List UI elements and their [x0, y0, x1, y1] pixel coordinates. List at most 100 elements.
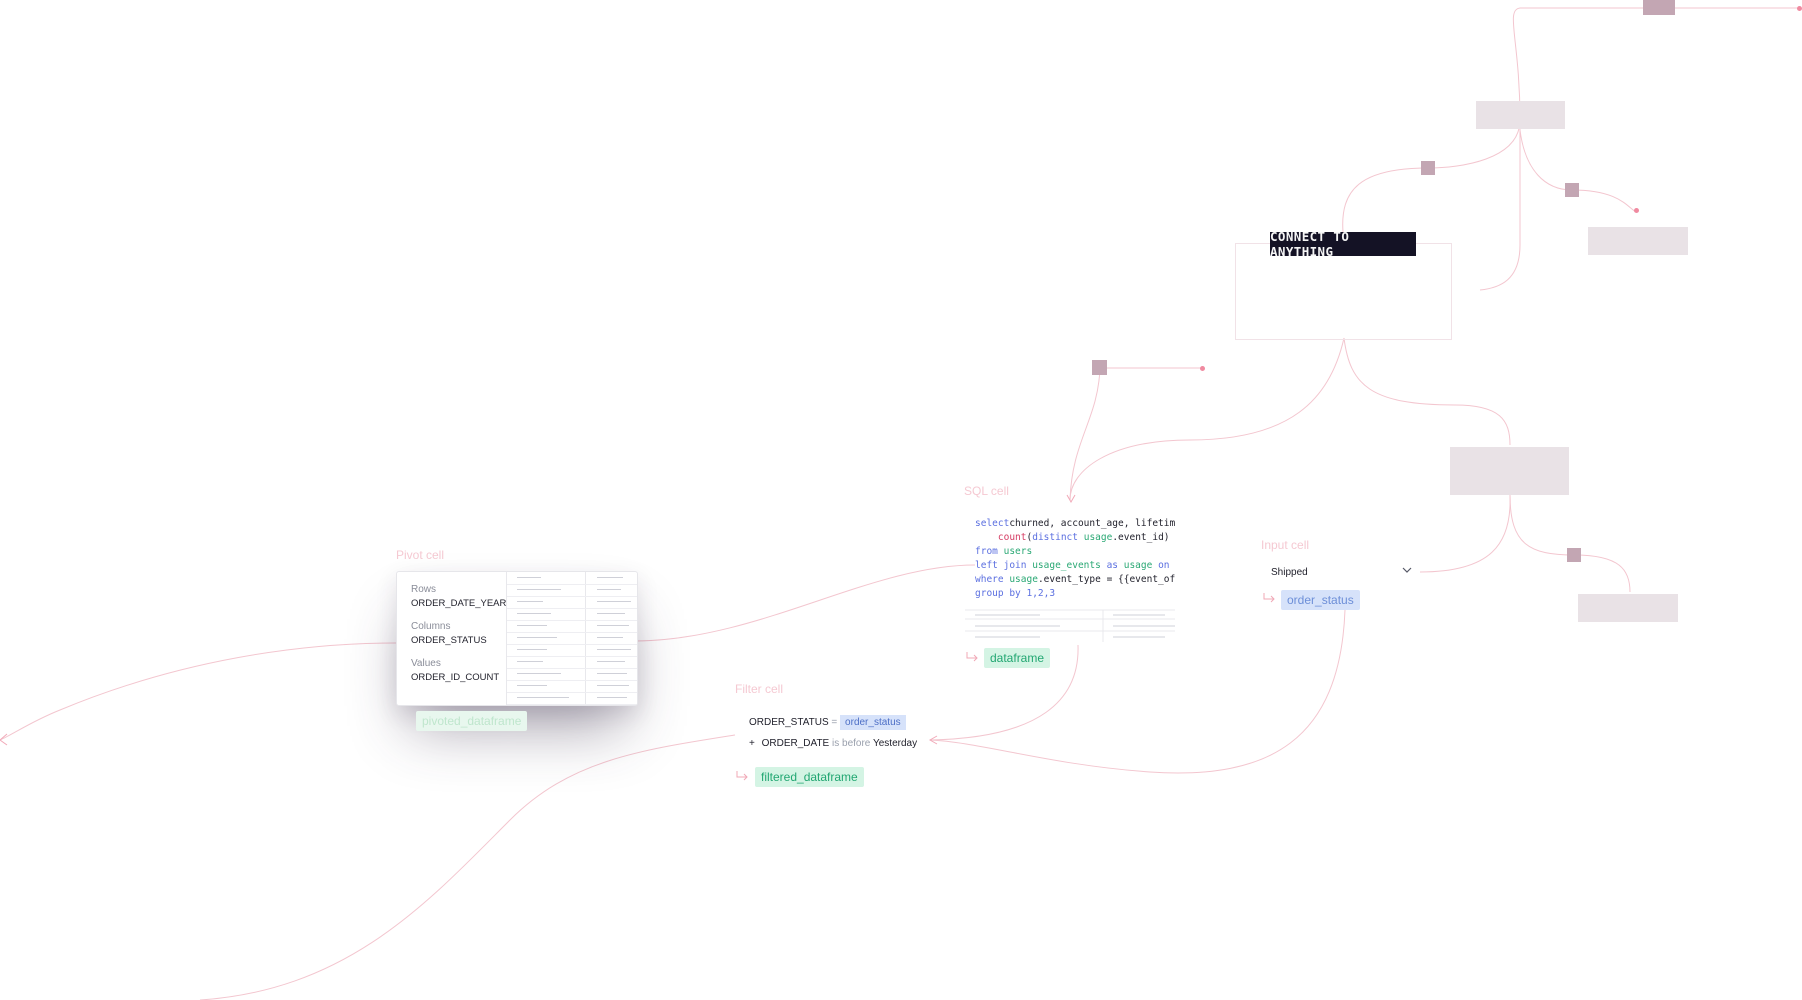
filter-cell-label: Filter cell	[735, 682, 784, 696]
input-output-variable[interactable]: order_status	[1281, 590, 1360, 610]
cell-placeholder	[597, 661, 625, 662]
wire	[1419, 494, 1511, 573]
filter-condition-2[interactable]: + ORDER_DATE is before Yesterday	[749, 738, 917, 749]
sql-line: from users	[975, 545, 1175, 559]
arrow-head	[1066, 494, 1076, 504]
rows-label: Rows	[411, 584, 437, 595]
wire	[1342, 167, 1429, 233]
filter-output-variable[interactable]: filtered_dataframe	[755, 767, 864, 787]
cell-placeholder	[517, 685, 547, 686]
wire	[1069, 337, 1345, 501]
filter-value[interactable]: Yesterday	[872, 738, 918, 749]
sql-line: selectchurned, account_age, lifetime	[975, 517, 1175, 531]
node-block	[1565, 183, 1579, 197]
pivot-preview-table	[506, 572, 637, 705]
wire	[1519, 129, 1637, 213]
cell-placeholder	[597, 601, 631, 602]
node-block	[1567, 548, 1581, 562]
arrow-head	[0, 733, 8, 746]
sql-token: usage_events	[1026, 560, 1101, 571]
table-row	[507, 680, 637, 693]
filter-value-chip[interactable]: order_status	[840, 715, 906, 730]
table-row	[507, 584, 637, 597]
cell-placeholder	[517, 577, 541, 578]
chevron-down-icon[interactable]	[1401, 564, 1413, 576]
values-label: Values	[411, 658, 441, 669]
cell-placeholder	[597, 625, 629, 626]
cell-placeholder	[597, 685, 629, 686]
table-row	[507, 608, 637, 621]
wire	[929, 644, 1079, 741]
cell-placeholder	[597, 613, 625, 614]
node-block	[1588, 227, 1688, 255]
sql-token: as	[1100, 560, 1119, 571]
sql-token: from	[975, 546, 998, 557]
pivot-cell-label: Pivot cell	[396, 548, 445, 562]
node-block	[1643, 0, 1675, 15]
wire-dot	[1200, 366, 1205, 371]
wire	[1427, 119, 1521, 169]
sql-token: select	[975, 518, 1010, 529]
cell-placeholder	[517, 613, 551, 614]
cell-placeholder	[597, 673, 627, 674]
values-value[interactable]: ORDER_ID_COUNT	[411, 672, 500, 683]
input-dropdown[interactable]: Shipped	[1271, 567, 1308, 578]
sql-token: 1,2,3	[1020, 588, 1056, 599]
table-row	[507, 632, 637, 645]
sql-token: left join	[975, 560, 1027, 571]
table-row	[507, 668, 637, 681]
sql-token: where	[975, 574, 1004, 585]
sql-token: distinct	[1032, 532, 1078, 543]
rows-value[interactable]: ORDER_DATE_YEAR	[411, 598, 507, 609]
filter-condition-1[interactable]: ORDER_STATUS = order_status	[749, 715, 906, 730]
sql-editor[interactable]: selectchurned, account_age, lifetime cou…	[975, 517, 1175, 601]
wire	[199, 734, 736, 1000]
arrow-head	[928, 735, 938, 745]
sql-token: usage	[1118, 560, 1153, 571]
filter-operator: is before	[832, 738, 871, 749]
cell-placeholder	[597, 589, 621, 590]
table-row	[507, 644, 637, 657]
sql-token: usage	[1078, 532, 1113, 543]
sql-result-table	[965, 609, 1175, 642]
cell-placeholder	[517, 589, 561, 590]
wire	[1479, 7, 1521, 291]
columns-value[interactable]: ORDER_STATUS	[411, 635, 487, 646]
cell-placeholder	[597, 637, 623, 638]
wire	[1509, 494, 1631, 593]
wire	[0, 642, 397, 741]
sql-token: (	[1026, 532, 1033, 543]
sql-token: count	[997, 532, 1027, 543]
cell-placeholder	[597, 697, 627, 698]
sql-token: on	[1152, 560, 1170, 571]
filter-field: ORDER_STATUS	[749, 717, 829, 728]
table-row	[507, 596, 637, 609]
pivot-cell[interactable]: Rows ORDER_DATE_YEAR Columns ORDER_STATU…	[396, 571, 638, 706]
node-block	[1578, 594, 1678, 622]
sql-token: us	[1170, 560, 1175, 571]
wire	[1343, 337, 1511, 446]
table-row	[507, 572, 637, 585]
table-row	[507, 620, 637, 633]
cell-placeholder	[517, 601, 543, 602]
cell-placeholder	[517, 649, 547, 650]
wire-dot	[1797, 6, 1802, 11]
node-block	[1476, 101, 1565, 129]
sql-token: users	[997, 546, 1033, 557]
wire	[1069, 367, 1101, 501]
node-block	[1450, 447, 1569, 495]
pivot-config: Rows ORDER_DATE_YEAR Columns ORDER_STATU…	[411, 584, 506, 695]
sql-cell-label: SQL cell	[964, 484, 1009, 498]
add-filter-icon[interactable]: +	[749, 738, 755, 749]
sql-line: group by 1,2,3	[975, 587, 1175, 601]
sql-token: usage	[1003, 574, 1038, 585]
output-arrow-icon	[966, 652, 978, 662]
cell-placeholder	[517, 673, 561, 674]
columns-label: Columns	[411, 621, 451, 632]
pivot-output-variable[interactable]: pivoted_dataframe	[416, 711, 528, 731]
cell-placeholder	[597, 649, 631, 650]
sql-line: count(distinct usage.event_id) as	[975, 531, 1175, 545]
sql-output-variable[interactable]: dataframe	[984, 648, 1051, 668]
wire-dot	[1634, 208, 1639, 213]
